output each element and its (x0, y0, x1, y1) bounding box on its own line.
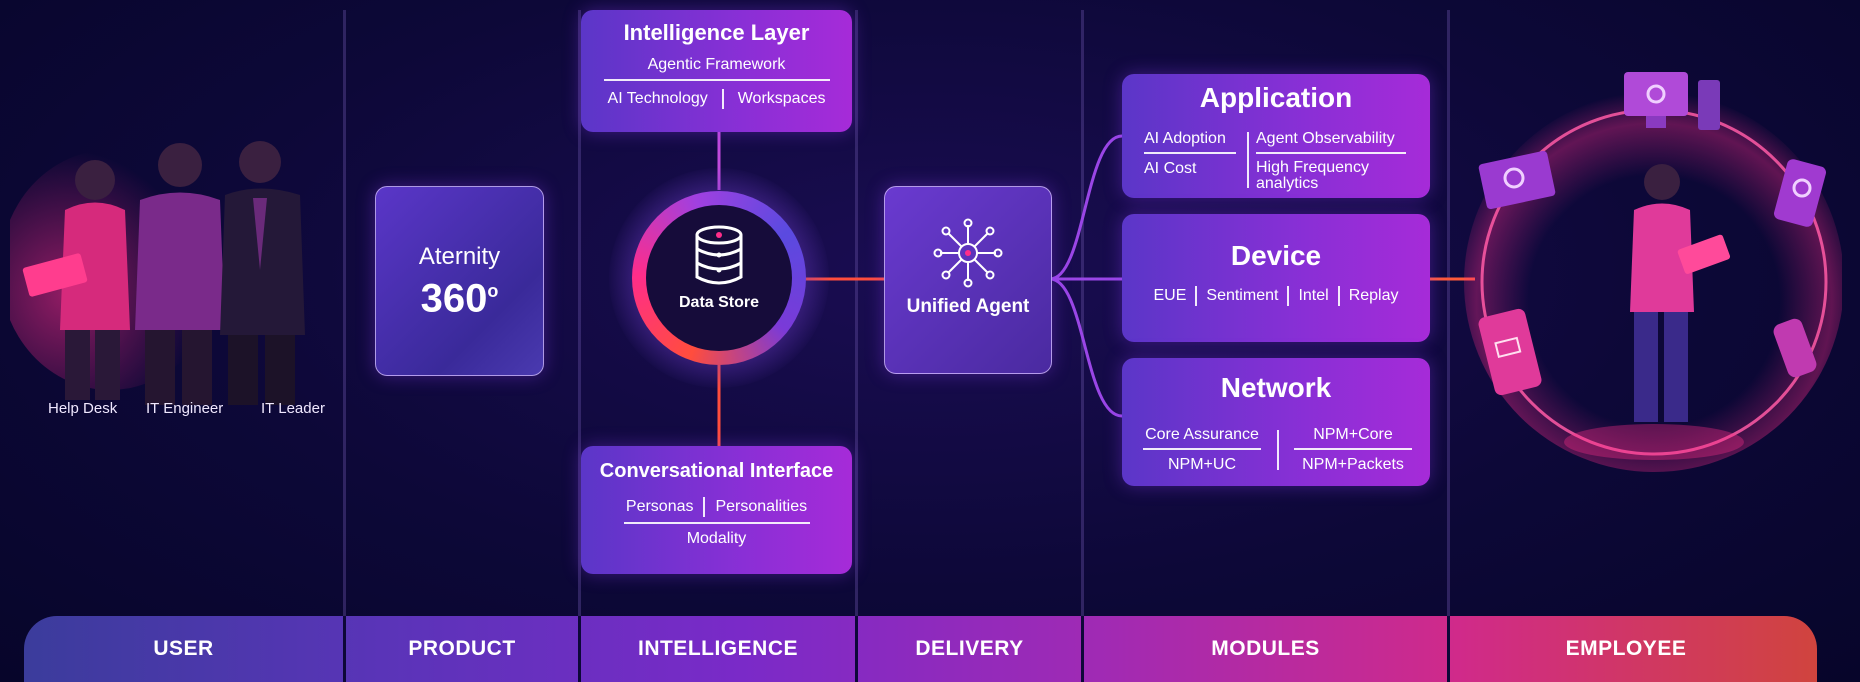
divider (603, 79, 830, 81)
stage-divider (578, 616, 581, 682)
data-store-core: Data Store (646, 205, 792, 351)
product-name: Aternity (418, 243, 501, 270)
monitor-icon (1624, 72, 1688, 128)
npm-uc-label: NPM+UC (1167, 456, 1236, 473)
network-right-items: NPM+Core NPM+Packets (1292, 426, 1414, 474)
conversational-interface-card: Conversational Interface Personas Person… (581, 446, 852, 574)
ai-adoption-label: AI Adoption (1144, 130, 1226, 147)
device-items: EUE Sentiment Intel Replay (1122, 286, 1430, 306)
unified-agent-label: Unified Agent (906, 296, 1030, 317)
device-module-card: Device EUE Sentiment Intel Replay (1122, 214, 1430, 342)
intelligence-layer-title: Intelligence Layer (623, 20, 810, 45)
npm-packets-label: NPM+Packets (1302, 456, 1404, 473)
column-divider (343, 10, 346, 620)
analytics-label: analytics (1256, 175, 1319, 192)
network-module-card: Network Core Assurance NPM+UC NPM+Core N… (1122, 358, 1430, 486)
stage-divider (855, 616, 858, 682)
separator (1337, 286, 1340, 306)
employee-illustration (1464, 72, 1842, 472)
database-icon (695, 225, 743, 285)
replay-label: Replay (1348, 287, 1399, 304)
application-module-card: Application AI Adoption AI Cost Agent Ob… (1122, 74, 1430, 198)
network-left-items: Core Assurance NPM+UC (1142, 426, 1262, 474)
separator (1247, 132, 1249, 188)
separator (1195, 286, 1198, 306)
npm-core-label: NPM+Core (1313, 426, 1393, 443)
stage-delivery: DELIVERY (915, 637, 1024, 660)
intel-label: Intel (1298, 287, 1329, 304)
personalities-label: Personalities (715, 498, 808, 515)
stage-divider (343, 616, 346, 682)
network-agent-icon (933, 218, 1003, 288)
persona-label-help-desk: Help Desk (48, 400, 118, 417)
laptop-icon (1478, 150, 1556, 210)
product-version: 360o (420, 276, 499, 321)
divider (623, 522, 810, 524)
ai-technology-label: AI Technology (607, 90, 708, 107)
stage-intelligence: INTELLIGENCE (637, 637, 798, 660)
stage-divider (1447, 616, 1450, 682)
data-store-label: Data Store (678, 294, 760, 311)
separator (703, 497, 706, 517)
eue-label: EUE (1153, 287, 1187, 304)
stage-employee: EMPLOYEE (1565, 637, 1687, 660)
modality-label: Modality (686, 530, 747, 547)
stage-modules: MODULES (1211, 637, 1320, 660)
sentiment-label: Sentiment (1206, 287, 1279, 304)
divider (1143, 448, 1261, 450)
conversational-interface-title: Conversational Interface (599, 460, 834, 482)
stage-user: USER (153, 637, 214, 660)
intelligence-layer-card: Intelligence Layer Agentic Framework AI … (581, 10, 852, 132)
workspaces-label: Workspaces (737, 90, 826, 107)
stage-divider (1081, 616, 1084, 682)
network-title: Network (1220, 372, 1332, 403)
agent-observability-label: Agent Observability (1256, 130, 1395, 147)
tablet-icon (1774, 159, 1826, 227)
divider (1256, 152, 1406, 154)
core-assurance-label: Core Assurance (1145, 426, 1259, 443)
application-right-items: Agent Observability High Frequency analy… (1256, 130, 1406, 192)
application-left-items: AI Adoption AI Cost (1144, 130, 1236, 178)
persona-label-it-leader: IT Leader (261, 400, 325, 417)
separator (1287, 286, 1290, 306)
separator (721, 89, 724, 109)
high-frequency-label: High Frequency (1256, 159, 1369, 176)
product-card: Aternity 360o (375, 186, 544, 376)
application-title: Application (1199, 82, 1353, 113)
phone-mail-icon (1478, 308, 1542, 396)
divider (1144, 152, 1236, 154)
divider (1294, 448, 1412, 450)
stage-bar (24, 616, 1817, 682)
intelligence-items: AI Technology Workspaces (581, 89, 852, 109)
column-divider (855, 10, 858, 620)
separator (1277, 430, 1279, 470)
column-divider (1447, 10, 1450, 620)
ai-cost-label: AI Cost (1144, 160, 1197, 177)
unified-agent-card: Unified Agent (884, 186, 1052, 374)
column-divider (1081, 10, 1084, 620)
personas-label: Personas (625, 498, 694, 515)
scanner-icon (1773, 318, 1817, 378)
persona-label-it-engineer: IT Engineer (146, 400, 224, 417)
agentic-framework-label: Agentic Framework (647, 56, 786, 73)
conversational-items: Personas Personalities (581, 497, 852, 517)
column-divider (578, 10, 581, 620)
device-title: Device (1230, 240, 1322, 271)
user-personas-illustration (10, 141, 305, 405)
stage-product: PRODUCT (408, 637, 516, 660)
